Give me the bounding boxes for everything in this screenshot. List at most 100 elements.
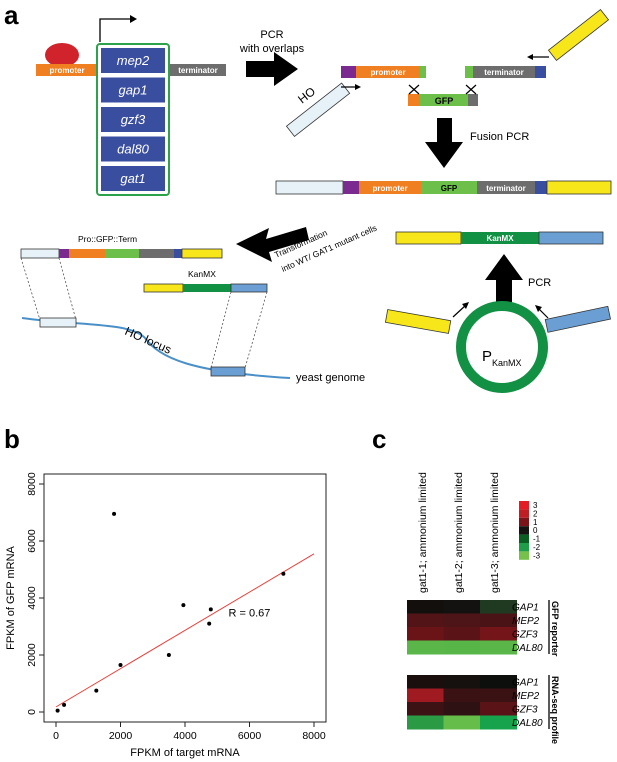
plot-frame [43,473,327,723]
yellow-primer-arrowhead [527,54,533,60]
kan-green [183,284,231,292]
legend-value: 1 [533,518,538,527]
ho-locus-label: HO locus [123,324,174,357]
tss-arrowhead [130,15,137,23]
legend-swatch [519,517,529,527]
kan-blue [230,283,268,293]
data-point [112,511,117,516]
heatmap-cell [480,702,517,716]
promoter-bar-2 [356,66,420,78]
insert-ho [20,248,60,259]
heatmap-cell [480,675,517,689]
gene-label: mep2 [117,53,150,68]
y-tick-label: 0 [26,709,38,715]
x-tick-label: 2000 [109,730,133,742]
legend-value: 3 [533,501,538,510]
gene-box [101,136,165,162]
y-tick-label: 2000 [26,643,38,667]
kan-product-green [461,232,539,244]
yeast-genome-label: yeast genome [296,372,365,384]
heatmap-cell [443,613,481,628]
heatmap-cell [443,715,481,730]
gene-box [101,166,165,191]
insert-gfp [105,249,139,258]
legend-swatch [519,534,529,543]
panel-a-letter: a [4,0,19,30]
gene-label: gap1 [119,83,148,98]
purple-segment-1 [341,66,356,78]
heatmap-cell [480,613,517,628]
heatmap-row-label: GAP1 [512,678,539,689]
plasmid-arrowhead-left [462,302,469,309]
construct-gfp-label: GFP [441,184,458,193]
plasmid-primer-left [384,309,452,334]
block-label: RNA-seq profile [550,676,560,744]
block-label: GFP reporter [550,601,560,657]
pcr-label-1: PCR [260,29,283,41]
legend-value: -2 [533,543,541,552]
pkanmx-label-main: P [482,348,492,365]
heatmap-cell [407,613,444,628]
y-tick-label: 4000 [26,586,38,610]
gfp-left-overlap [408,94,420,106]
kan-product-yellow [395,231,462,245]
promoter-bar [36,64,98,76]
fusion-pcr-arrow [425,118,463,168]
insert-yellow [181,248,223,259]
terminator-label-2: terminator [484,68,524,77]
gene-label: gat1 [120,171,145,186]
heatmap-cell [443,688,481,703]
pcr-arrow [246,52,298,86]
construct-terminator-label: terminator [486,184,526,193]
legend-swatch [519,509,529,518]
x-axis-label: FPKM of target mRNA [130,747,240,759]
heatmap-column-label: gat1-1; ammonium limited [417,472,429,593]
kan-product-label: KanMX [486,234,514,243]
heatmap-row-label: GAP1 [512,603,539,614]
gene-box [101,77,165,103]
recombination-lines [20,257,268,369]
data-point [118,662,123,667]
terminator-bar [170,64,226,76]
plasmid-arrow-left [452,304,467,318]
genome-ho-box [39,317,77,328]
ho-primer [285,82,351,137]
construct-ho [275,180,344,195]
legend-swatch [519,543,529,552]
green-tail-1 [420,66,426,78]
legend-value: 0 [533,526,538,535]
heatmap-cell [443,702,481,716]
kan-product-blue [538,231,604,245]
rna-polymerase-blob [45,43,79,67]
heatmap-cell [443,675,481,689]
heatmap-cell [407,675,444,689]
heatmap-cell [443,600,481,614]
ho-primer-arrowhead [355,84,361,90]
pcr-label-3: PCR [528,277,551,289]
heatmap-cell [407,640,444,655]
x-tick-label: 6000 [238,730,262,742]
y-axis-label: FPKM of GFP mRNA [5,545,17,649]
construct-gfp [421,181,477,194]
kanmx-label-left: KanMX [188,269,216,279]
data-point [208,607,213,612]
y-tick-label: 8000 [26,472,38,496]
construct-yellow [546,180,612,195]
legend-value: -1 [533,535,541,544]
heatmap-cell [443,627,481,641]
gfp-label: GFP [435,96,454,106]
transformation-arrow [236,227,309,262]
data-point [166,653,171,657]
blue-segment-1 [535,66,546,78]
gfp-right-overlap [468,94,478,106]
crossover-left [408,84,420,95]
pro-gfp-term-label: Pro::GFP::Term [78,234,137,244]
data-point [207,621,212,626]
legend-swatch [519,526,529,535]
insert-promoter [69,249,105,258]
heatmap-cell [480,715,517,730]
insert-purple [59,249,69,258]
terminator-bar-2 [473,66,535,78]
